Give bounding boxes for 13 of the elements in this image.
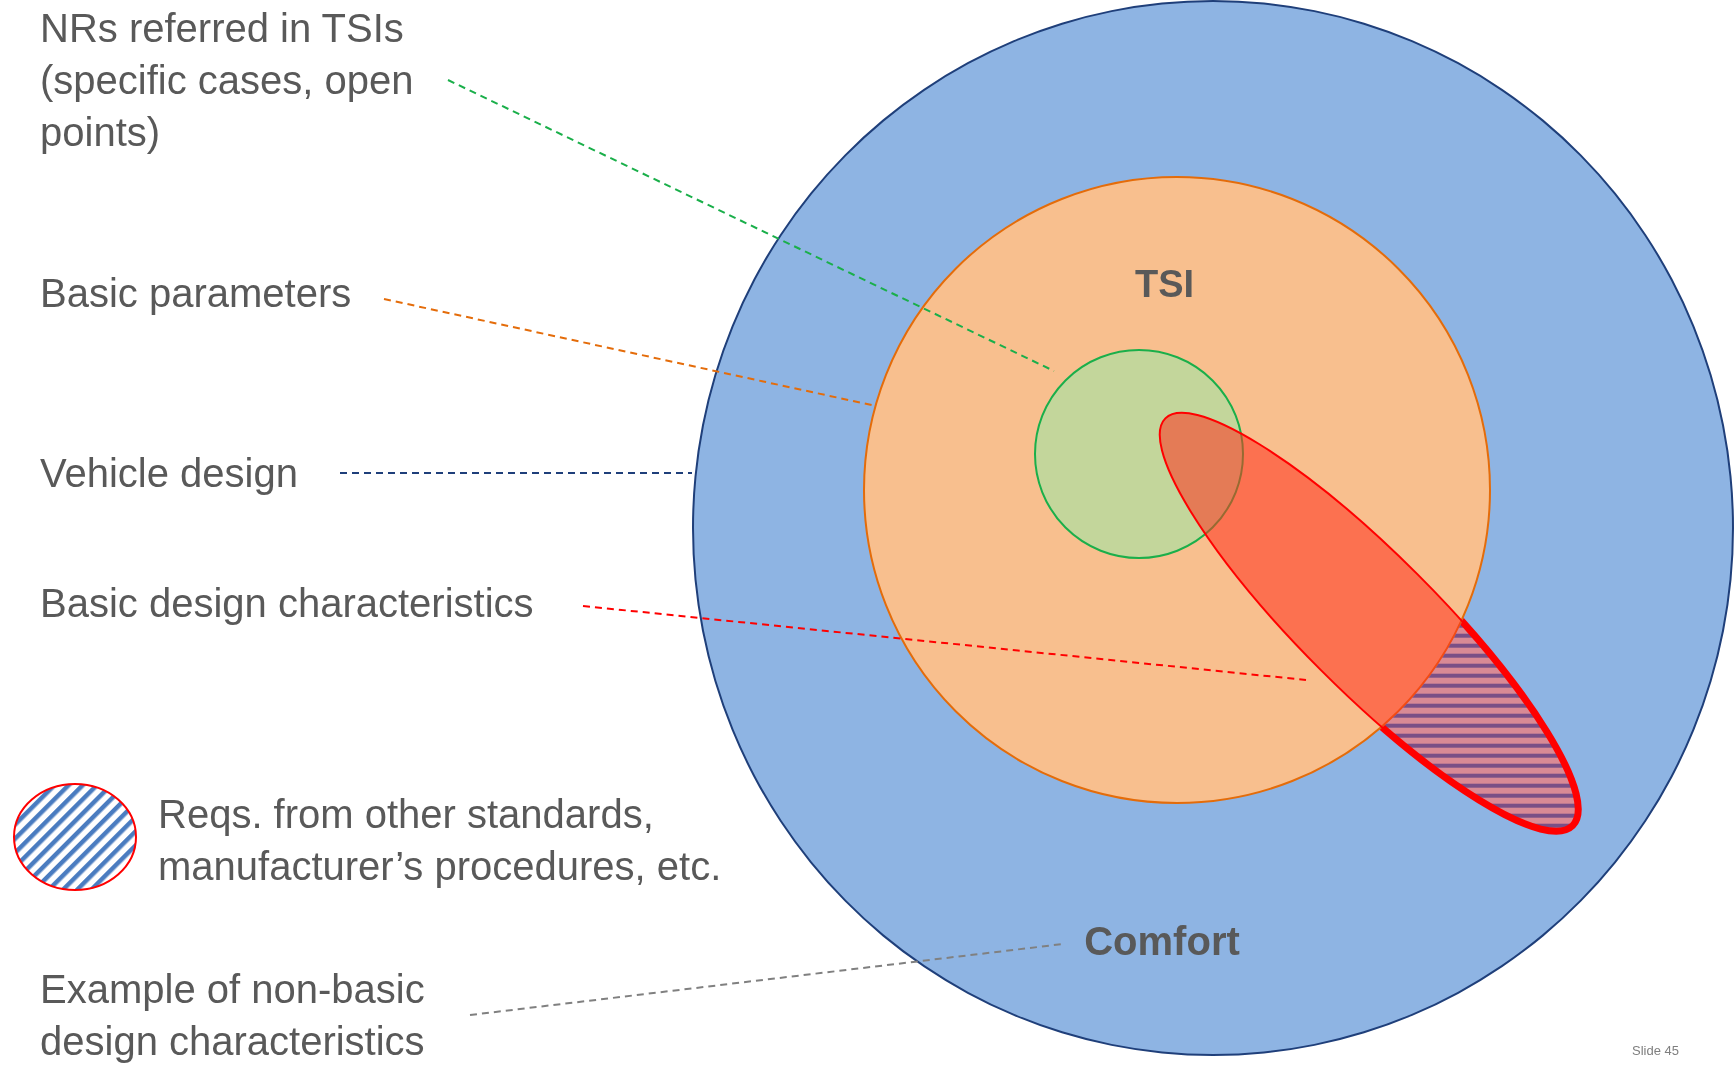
callout-text: NRs referred in TSIs (specific cases, open points)	[40, 2, 480, 162]
region-title: TSI	[1135, 262, 1195, 307]
callout-text: Vehicle design	[40, 447, 340, 499]
region-label: Comfort	[1077, 915, 1247, 967]
callout-text: Basic design characteristics	[40, 577, 585, 629]
callout-text: Basic parameters	[40, 267, 380, 319]
leader-line	[469, 943, 1064, 1016]
leader-line	[447, 79, 1055, 372]
slide-number: Slide 45	[1632, 1043, 1679, 1058]
callout-text: Example of non-basic design characteristics	[40, 963, 480, 1065]
leader-line	[339, 472, 693, 474]
leader-line	[582, 605, 1307, 681]
legend-text: Reqs. from other standards, manufacturer’s procedures, etc.	[158, 791, 723, 890]
